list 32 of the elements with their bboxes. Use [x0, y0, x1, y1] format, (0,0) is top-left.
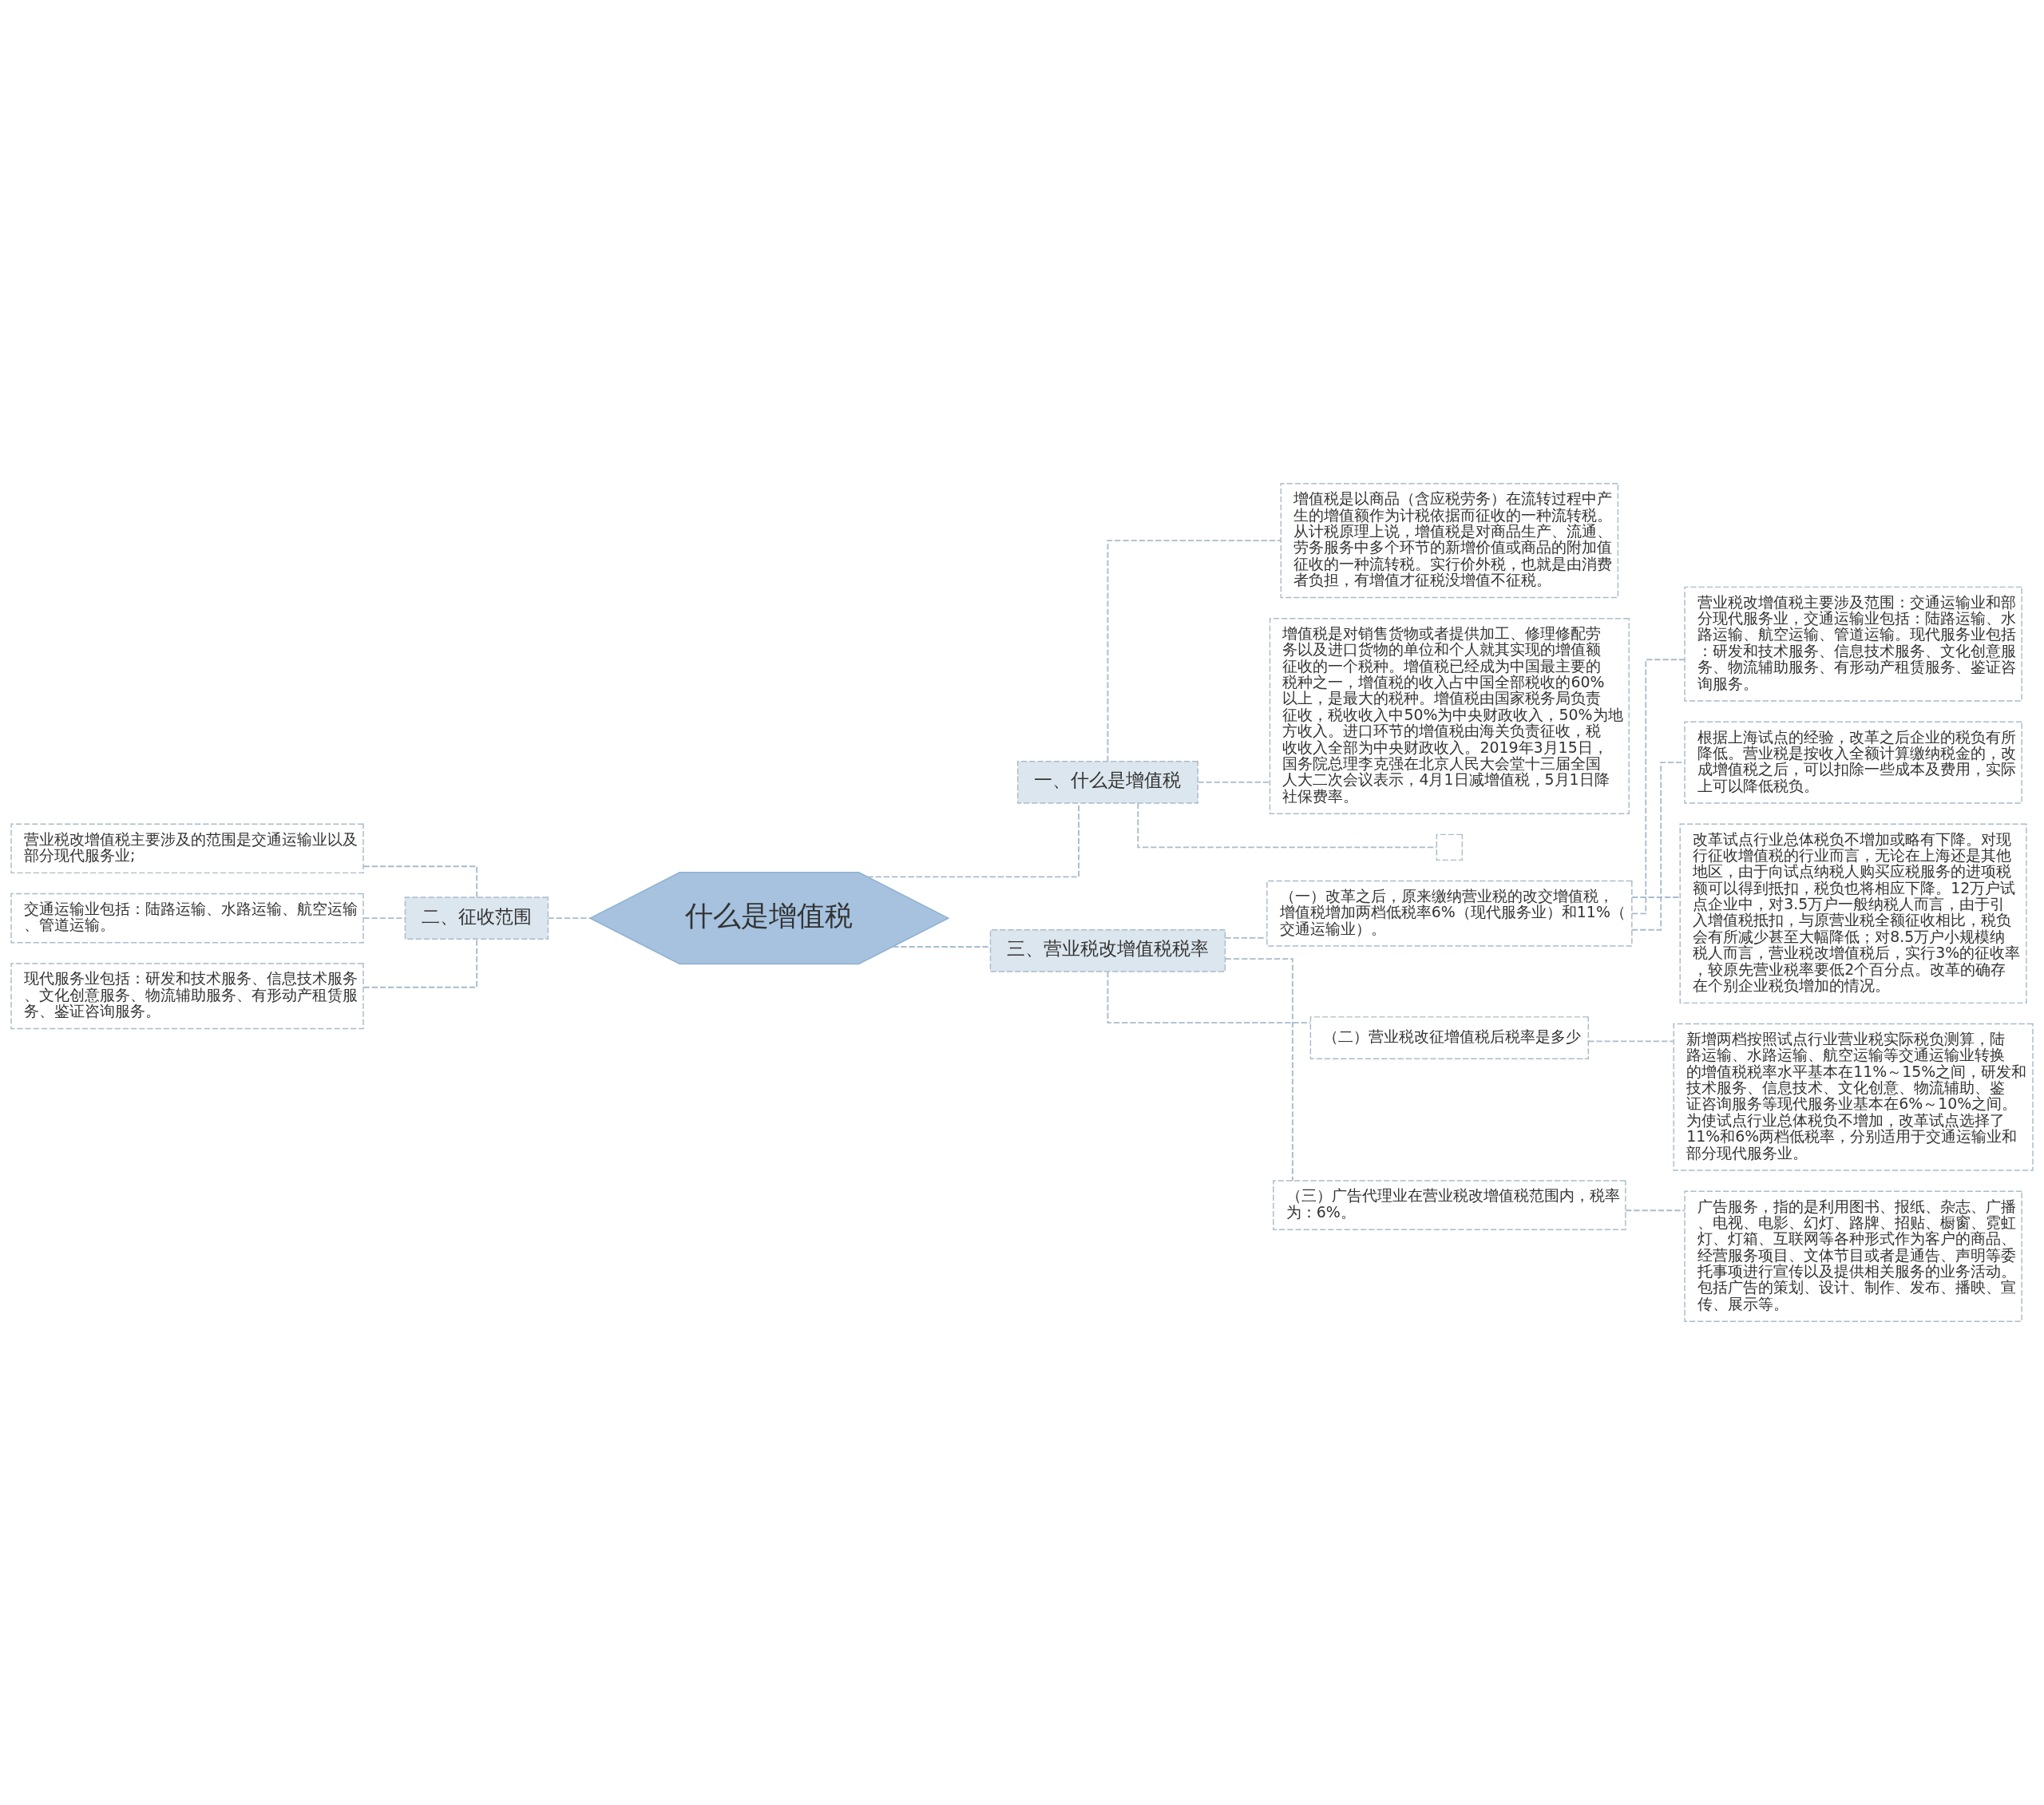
node-box: 改革试点行业总体税负不增加或略有下降。对现行征收增值税的行业而言，无论在上海还是其他地区，由于向试点纳税人购买应税服务的进项税额可以得到抵扣，税负也将相应下降。12万户试点企业中，对3.5万户一般纳税人而言，由于引入增值税抵扣，与原营业税全额征收相比，税负会有所减少甚至大幅降低；对8.5万户小规模纳税人而言，营业税改增值税后，实行3%的征收率，较原先营业税率要低2个百分点。改革的确存在个别企业税负增加的情况。	[1679, 823, 2027, 1004]
node-box: 营业税改增值税主要涉及的范围是交通运输业以及部分现代服务业;	[10, 823, 364, 874]
node-box: 根据上海试点的经验，改革之后企业的税负有所降低。营业税是按收入全额计算缴纳税金的，改成增值税之后，可以扣除一些成本及费用，实际上可以降低税负。	[1684, 721, 2022, 804]
node-box	[1436, 833, 1464, 861]
node-box: 广告服务，指的是利用图书、报纸、杂志、广播、电视、电影、幻灯、路牌、招贴、橱窗、霓虹灯、灯箱、互联网等各种形式作为客户的商品、经营服务项目、文体节目或者是通告、声明等委托事项进行宣传以及提供相关服务的业务活动。包括广告的策划、设计、制作、发布、播映、宣传、展示等。	[1684, 1190, 2022, 1322]
connector	[1224, 958, 1293, 1182]
connector	[1107, 540, 1281, 762]
node-box: 增值税是以商品（含应税劳务）在流转过程中产生的增值额作为计税依据而征收的一种流转税。从计税原理上说，增值税是对商品生产、流通、劳务服务中多个环节的新增价值或商品的附加值征收的一种流转税。实行价外税，也就是由消费者负担，有增值才征税没增值不征税。	[1280, 483, 1619, 599]
node-box: 交通运输业包括：陆路运输、水路运输、航空运输、管道运输。	[10, 893, 364, 944]
node-box: （三）广告代理业在营业税改增值税范围内，税率为：6%。	[1273, 1180, 1626, 1230]
node-box: （二）营业税改征增值税后税率是多少	[1309, 1016, 1589, 1059]
connector	[1625, 1209, 1686, 1212]
connector	[547, 917, 591, 920]
node-box: 三、营业税改增值税税率	[989, 928, 1226, 972]
node-box: 一、什么是增值税	[1016, 760, 1198, 804]
connector	[362, 917, 406, 920]
connector	[1631, 659, 1686, 915]
node-box: 增值税是对销售货物或者提供加工、修理修配劳务以及进口货物的单位和个人就其实现的增值额征收的一个税种。增值税已经成为中国最主要的税种之一，增值税的收入占中国全部税收的60%以上，是最大的税种。增值税由国家税务局负责征收，税收收入中50%为中央财政收入，50%为地方收入。进口环节的增值税由海关负责征收，税收收入全部为中央财政收入。2019年3月15日，国务院总理李克强在北京人民大会堂十三届全国人大二次会议表示，4月1日减增值税，5月1日降社保费率。	[1269, 617, 1630, 814]
node-box: 营业税改增值税主要涉及范围：交通运输业和部分现代服务业，交通运输业包括：陆路运输、水路运输、航空运输、管道运输。现代服务业包括：研发和技术服务、信息技术服务、文化创意服务、物流辅助服务、有形动产租赁服务、鉴证咨询服务。	[1684, 586, 2022, 702]
connector	[1137, 802, 1437, 849]
connector	[1197, 781, 1271, 783]
connector	[1631, 762, 1686, 931]
node-box: 二、征收范围	[404, 897, 549, 940]
node-box: 新增两档按照试点行业营业税实际税负测算，陆路运输、水路运输、航空运输等交通运输业转换的增值税税率水平基本在11%～15%之间，研发和技术服务、信息技术、文化创意、物流辅助、鉴证咨询服务等现代服务业基本在6%～10%之间。为使试点行业总体税负不增加，改革试点选择了11%和6%两档低税率，分别适用于交通运输业和部分现代服务业。	[1673, 1023, 2034, 1171]
connector	[362, 865, 478, 898]
connector	[892, 946, 991, 948]
node-box: （一）改革之后，原来缴纳营业税的改交增值税，增值税增加两档低税率6%（现代服务业）和11%（交通运输业）。	[1266, 880, 1633, 947]
connector	[1631, 897, 1681, 898]
node-box: 现代服务业包括：研发和技术服务、信息技术服务、文化创意服务、物流辅助服务、有形动产租赁服务、鉴证咨询服务。	[10, 963, 364, 1030]
connector	[1587, 1040, 1674, 1043]
connector	[1107, 971, 1312, 1024]
connector	[362, 938, 478, 988]
